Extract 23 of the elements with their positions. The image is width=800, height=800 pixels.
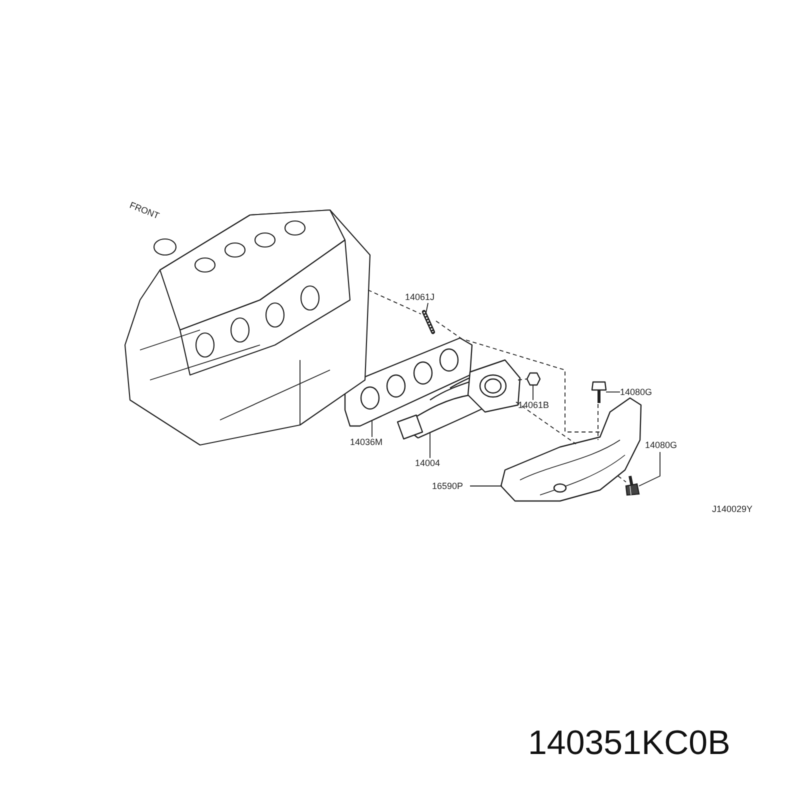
heat-shield-drawing — [500, 396, 642, 502]
leader-line — [532, 384, 534, 400]
part-number: 14080G — [645, 440, 678, 451]
nut-drawing — [526, 372, 540, 386]
alignment-line — [436, 320, 462, 340]
leader-line — [638, 452, 660, 486]
stud-drawing — [419, 309, 437, 336]
leader-line — [426, 302, 428, 314]
bolt-drawing — [624, 476, 640, 496]
alignment-line — [518, 378, 528, 380]
part-number: 14036M — [350, 437, 383, 448]
part-number: 16590P — [432, 481, 464, 492]
alignment-line — [368, 290, 422, 314]
part-number: 14080G — [620, 387, 652, 398]
part-number: 14004 — [415, 458, 440, 469]
alignment-line — [516, 402, 576, 444]
part-number: 14061J — [405, 292, 435, 303]
drawing-code: J140029Y — [712, 504, 753, 514]
part-number: 140351KC0B — [528, 724, 730, 764]
alignment-line — [466, 340, 602, 432]
bolt-drawing — [591, 380, 607, 404]
alignment-line — [618, 476, 626, 482]
part-number: 14061B — [518, 400, 550, 411]
